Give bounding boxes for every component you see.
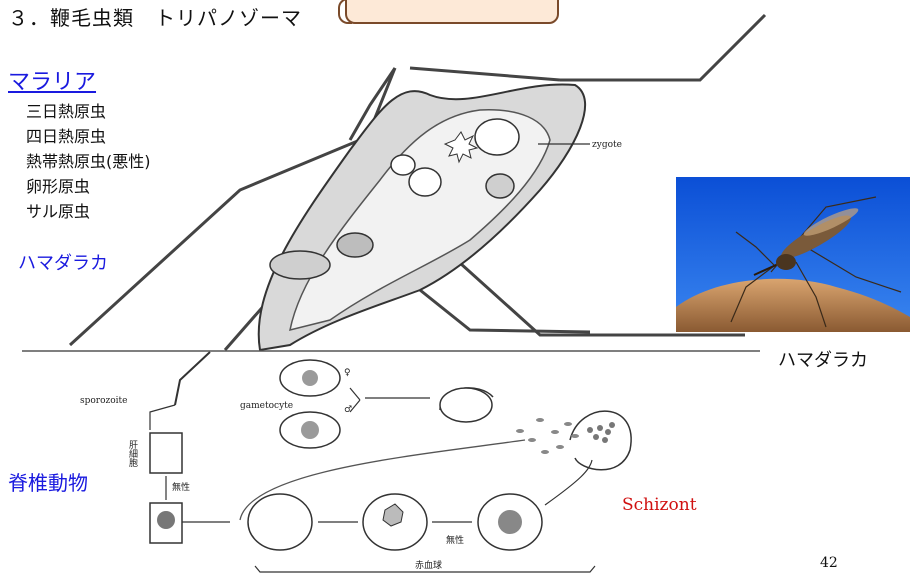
red-blood-cell (440, 388, 492, 422)
schizont-label: Schizont (622, 495, 697, 515)
sporozoite-label: sporozoite (80, 396, 128, 406)
sporozoite-arrow (150, 405, 175, 430)
merozoites (516, 418, 579, 454)
anopheles-mosquito-photo (676, 177, 910, 332)
mosquito-body (175, 84, 585, 405)
page-number: 42 (820, 555, 838, 571)
bursting-schizont (570, 411, 631, 470)
zygote-label: zygote (592, 140, 622, 150)
liver-cell-1 (150, 433, 182, 473)
anopheles-label: ハマダラカ (18, 249, 108, 275)
malaria-heading[interactable]: マラリア (8, 64, 96, 96)
species-item: サル原虫 (26, 198, 90, 222)
male-symbol: ♂ (344, 405, 352, 415)
rbc-ring-stage (248, 494, 312, 550)
species-item: 熱帯熱原虫(悪性) (26, 148, 151, 172)
gametocyte-label: gametocyte (240, 401, 293, 411)
vertebrate-label: 脊椎動物 (8, 467, 88, 496)
female-symbol: ♀ (344, 368, 351, 378)
species-item: 卵形原虫 (26, 173, 90, 197)
anopheles-photo-caption: ハマダラカ (778, 346, 868, 372)
species-item: 三日熱原虫 (26, 98, 106, 122)
species-item: 四日熱原虫 (26, 123, 106, 147)
rbc-stage-label: 赤血球 (415, 559, 442, 571)
asexual-label-1: 無性 (172, 481, 190, 493)
liver-cell-label: 肝細胞 (127, 440, 138, 468)
asexual-label-2: 無性 (446, 534, 464, 546)
